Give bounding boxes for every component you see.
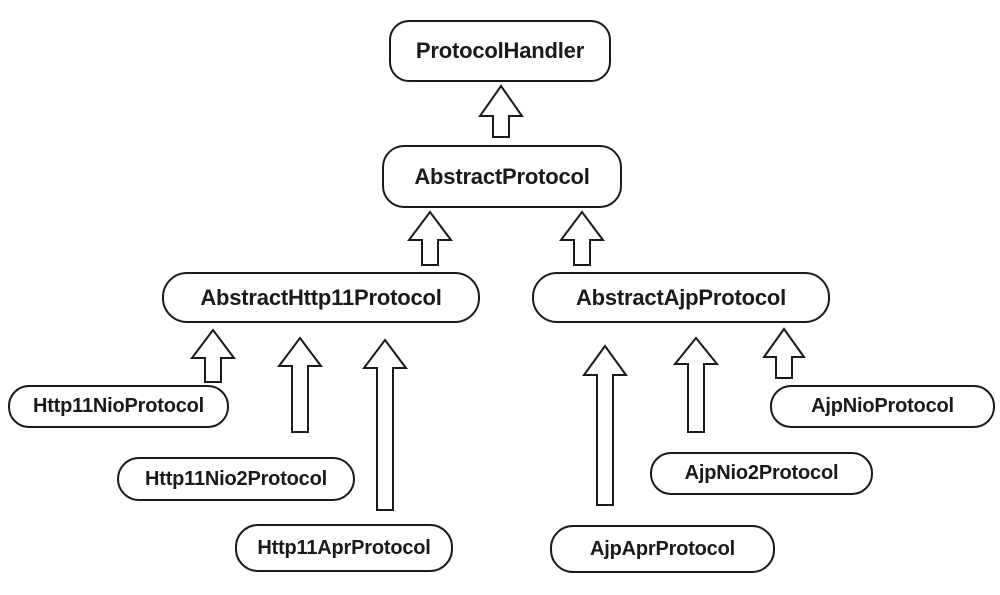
arrow-http11aprprotocol-to-abstracthttp11protocol-icon [362, 338, 408, 511]
node-protocolhandler-label: ProtocolHandler [415, 38, 585, 63]
node-http11aprprotocol: Http11AprProtocol [235, 524, 453, 572]
node-abstractajpprotocol-label: AbstractAjpProtocol [575, 284, 787, 310]
node-http11aprprotocol-label: Http11AprProtocol [257, 536, 431, 559]
node-abstracthttp11protocol: AbstractHttp11Protocol [162, 272, 480, 323]
arrow-abstractprotocol-to-protocolhandler-icon [478, 84, 524, 138]
arrow-abstracthttp11protocol-to-abstractprotocol-icon [407, 210, 453, 266]
arrow-ajpaprprotocol-to-abstractajpprotocol-icon [582, 344, 628, 506]
node-http11nio2protocol: Http11Nio2Protocol [117, 457, 355, 501]
arrow-abstractajpprotocol-to-abstractprotocol-icon [559, 210, 605, 266]
node-abstractprotocol: AbstractProtocol [382, 145, 622, 208]
node-ajpnio2protocol-label: AjpNio2Protocol [684, 462, 839, 484]
node-abstractprotocol-label: AbstractProtocol [414, 163, 590, 189]
node-http11nio2protocol-label: Http11Nio2Protocol [145, 467, 327, 490]
node-protocolhandler: ProtocolHandler [389, 20, 611, 82]
node-ajpnio2protocol: AjpNio2Protocol [650, 452, 873, 495]
node-ajpnioprotocol: AjpNioProtocol [770, 385, 995, 428]
node-abstractajpprotocol: AbstractAjpProtocol [532, 272, 830, 323]
node-abstracthttp11protocol-label: AbstractHttp11Protocol [200, 284, 442, 310]
node-ajpaprprotocol: AjpAprProtocol [550, 525, 775, 573]
node-ajpaprprotocol-label: AjpAprProtocol [590, 537, 735, 560]
arrow-ajpnioprotocol-to-abstractajpprotocol-icon [762, 327, 806, 379]
node-http11nioprotocol: Http11NioProtocol [8, 385, 229, 428]
node-http11nioprotocol-label: Http11NioProtocol [32, 395, 205, 417]
node-ajpnioprotocol-label: AjpNioProtocol [811, 395, 954, 417]
arrow-http11nioprotocol-to-abstracthttp11protocol-icon [190, 328, 236, 383]
arrow-http11nio2protocol-to-abstracthttp11protocol-icon [277, 336, 323, 433]
arrow-ajpnio2protocol-to-abstractajpprotocol-icon [672, 336, 720, 433]
